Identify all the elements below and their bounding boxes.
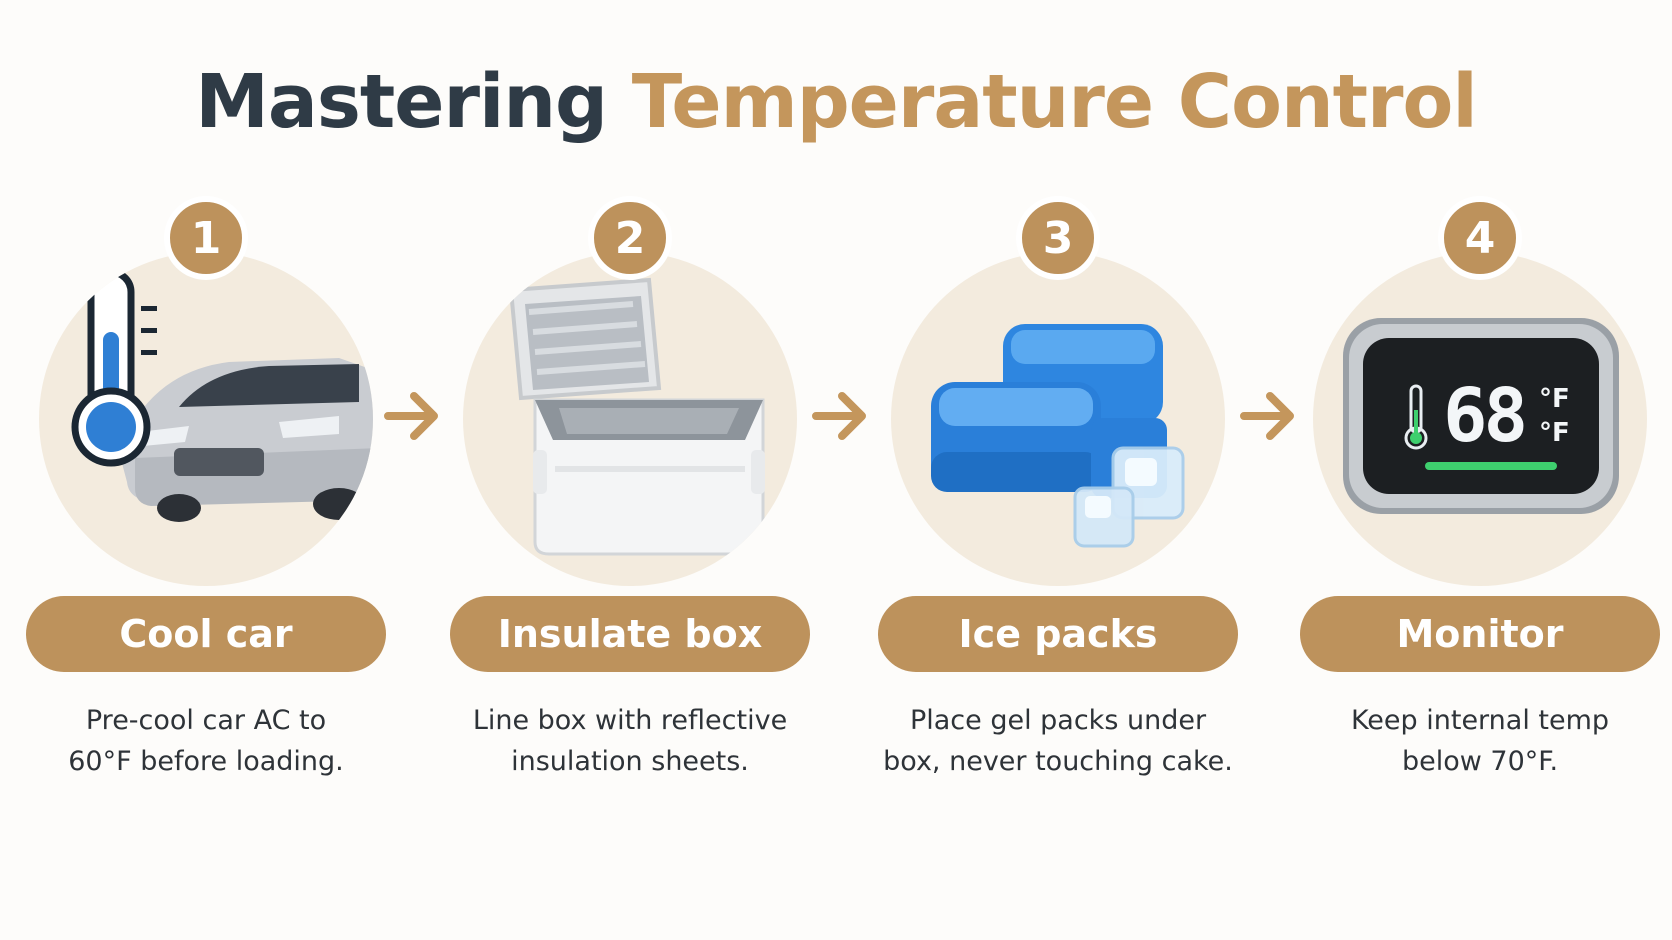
step-description: Pre-cool car AC to 60°F before loading. [26, 700, 386, 782]
step-4-illustration: 68 °F °F [1313, 252, 1647, 586]
step-description: Line box with reflective insulation shee… [450, 700, 810, 782]
desc-line-1: Line box with reflective [472, 705, 788, 736]
step-1: 1 Cool car Pre-cool car AC to 60°F befor… [26, 0, 386, 940]
unit-label-bottom: °F [1539, 418, 1570, 448]
step-3-illustration [891, 252, 1225, 586]
ice-pack-icon [931, 324, 1167, 498]
step-1-illustration [39, 252, 373, 586]
step-number-badge: 4 [1438, 196, 1522, 280]
ice-cube-icon [1073, 446, 1185, 548]
title-part-2: Temperature Control [631, 59, 1478, 145]
desc-line-2: insulation sheets. [511, 746, 749, 777]
desc-line-2: 60°F before loading. [68, 746, 344, 777]
car-icon [119, 358, 373, 522]
page-title: Mastering Temperature Control [0, 52, 1672, 152]
thermometer-icon [71, 268, 157, 467]
step-number-badge: 2 [588, 196, 672, 280]
step-label: Insulate box [450, 596, 810, 672]
step-label: Monitor [1300, 596, 1660, 672]
arrow-right-icon [812, 392, 866, 440]
step-description: Keep internal temp below 70°F. [1300, 700, 1660, 782]
desc-line-1: Keep internal temp [1350, 705, 1610, 736]
step-4: 68 °F °F 4 Monitor Keep internal temp be… [1300, 0, 1660, 940]
desc-line-1: Pre-cool car AC to [85, 705, 327, 736]
digital-thermometer-icon [1343, 318, 1619, 514]
step-2-illustration [463, 252, 797, 586]
unit-label-top: °F [1539, 384, 1570, 414]
cooler-box-icon [508, 277, 765, 556]
step-2: 2 Insulate box Line box with reflective … [450, 0, 810, 940]
title-part-1: Mastering [195, 59, 608, 145]
arrow-right-icon [1240, 392, 1294, 440]
desc-line-2: below 70°F. [1401, 746, 1559, 777]
desc-line-1: Place gel packs under [909, 705, 1207, 736]
step-3: 3 Ice packs Place gel packs under box, n… [878, 0, 1238, 940]
step-description: Place gel packs under box, never touchin… [878, 700, 1238, 782]
step-label: Ice packs [878, 596, 1238, 672]
step-number-badge: 1 [164, 196, 248, 280]
step-number-badge: 3 [1016, 196, 1100, 280]
step-label: Cool car [26, 596, 386, 672]
arrow-right-icon [384, 392, 438, 440]
temperature-reading: 68 [1443, 373, 1528, 459]
desc-line-2: box, never touching cake. [883, 746, 1233, 777]
